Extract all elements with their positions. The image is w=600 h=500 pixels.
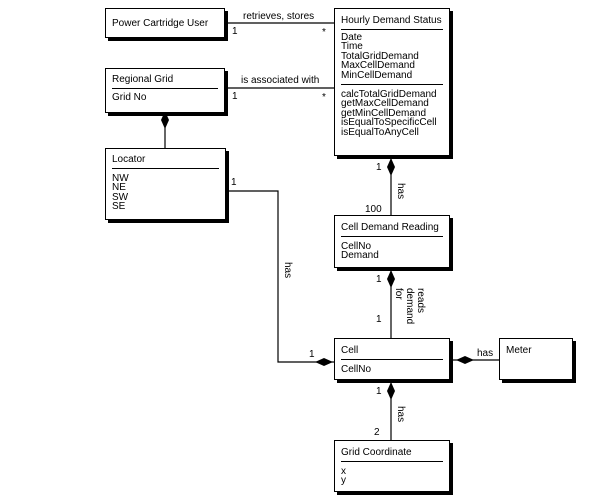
aggregation-diamond-cell-right [456,356,474,364]
association-label-is-associated-with: is associated with [241,75,320,86]
class-name: Hourly Demand Status [341,15,442,26]
association-label-cell-meter-has: has [477,348,494,359]
multiplicity-hourly-demand-status: * [322,27,326,38]
class-name: Regional Grid [112,74,174,85]
attribute: NW [112,173,129,184]
operation: calcTotalGridDemand [341,89,437,101]
aggregation-diamond-hds [387,158,395,176]
multiplicity-power-cartridge-user: 1 [232,26,238,37]
class-power-cartridge-user[interactable]: Power Cartridge User [105,8,225,38]
class-grid-coordinate[interactable]: Grid Coordinate x y [334,440,450,492]
attribute: NE [112,182,126,194]
attribute-list: Grid No [106,89,224,102]
multiplicity-hds-has: 1 [376,162,382,173]
aggregation-diamond-regional-grid [161,111,169,129]
class-name: Meter [506,345,532,356]
class-name: Grid Coordinate [341,447,412,458]
attribute: x [341,466,346,477]
operation: isEqualToAnyCell [341,126,419,138]
multiplicity-grid-coordinate-2: 2 [374,427,380,438]
multiplicity-cell-gc: 1 [376,386,382,397]
attribute: CellNo [341,241,372,252]
compartment-divider [341,461,443,462]
class-cell-demand-reading[interactable]: Cell Demand Reading CellNo Demand [334,215,450,268]
class-regional-grid[interactable]: Regional Grid Grid No [105,68,225,113]
class-hourly-demand-status[interactable]: Hourly Demand Status Date Time TotalGrid… [334,8,450,156]
aggregation-diamond-cdr [387,270,395,288]
operation: getMinCellDemand [341,107,427,119]
compartment-divider [341,29,443,30]
multiplicity-cdr-reads: 1 [376,274,382,285]
attribute: MinCellDemand [341,69,413,81]
association-label-reads-demand-for: reads demand for [393,288,426,325]
class-meter[interactable]: Meter [499,338,573,380]
class-name: Cell [341,345,359,356]
attribute: CellNo [341,364,372,375]
attribute-list: CellNo Demand [335,237,449,261]
attribute-list: Date Time TotalGridDemand MaxCellDemand … [335,30,449,80]
aggregation-diamond-cell-bottom [387,382,395,400]
attribute-list: CellNo [335,360,449,374]
association-label-locator-has: has [282,262,293,279]
association-label-cell-gc-has: has [395,406,406,423]
multiplicity-hourly-demand-status-2: * [322,92,326,103]
multiplicity-cell-from-locator: 1 [309,349,315,360]
class-locator[interactable]: Locator NW NE SW SE [105,148,226,220]
line-locator-cell [226,190,334,363]
multiplicity-locator-has: 1 [231,177,237,188]
association-label-hds-has: has [395,183,406,200]
compartment-divider [341,84,443,86]
attribute: y [341,475,346,487]
attribute-list: NW NE SW SE [106,169,225,212]
attribute: Demand [341,250,379,262]
attribute: SE [112,201,126,213]
attribute: Date [341,32,363,43]
attribute-list: x y [335,462,449,486]
class-name: Power Cartridge User [112,18,209,29]
attribute: Grid No [112,92,147,103]
aggregation-diamond-cell-left [315,358,333,366]
operation: getMaxCellDemand [341,98,429,110]
attribute: Time [341,41,363,53]
compartment-divider [341,359,443,360]
operation: isEqualToSpecificCell [341,117,437,129]
multiplicity-cell-reads: 1 [376,314,382,325]
multiplicity-regional-grid: 1 [232,91,238,102]
operation-list: calcTotalGridDemand getMaxCellDemand get… [335,85,449,137]
attribute: TotalGridDemand [341,50,419,62]
attribute: SW [112,191,129,203]
compartment-divider [112,168,219,169]
compartment-divider [341,236,443,237]
compartment-divider [112,88,218,89]
class-name: Cell Demand Reading [341,222,439,233]
class-cell[interactable]: Cell CellNo [334,338,450,380]
attribute: MaxCellDemand [341,60,415,72]
association-label-retrieves-stores: retrieves, stores [243,11,315,22]
multiplicity-cdr-100: 100 [365,204,382,215]
class-name: Locator [112,154,146,165]
